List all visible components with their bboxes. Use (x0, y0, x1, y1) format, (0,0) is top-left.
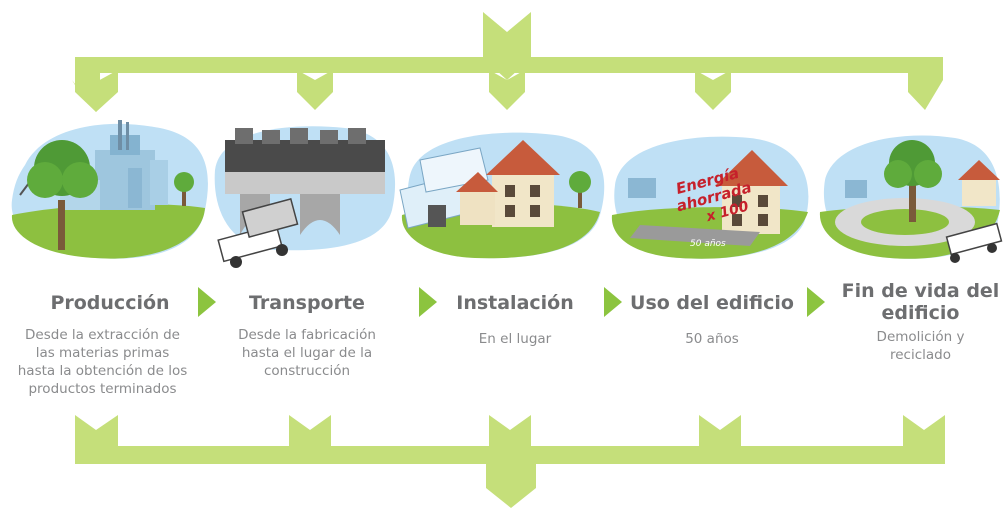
house-installation-illustration (399, 132, 605, 259)
top-drop-arrow-4 (695, 70, 731, 110)
bottom-collection-bar (75, 446, 945, 464)
chevron-right-icon (198, 287, 216, 317)
chevron-right-icon (807, 287, 825, 317)
recycling-roundabout-illustration (819, 135, 1003, 263)
stage-desc-instalacion: En el lugar (478, 331, 552, 347)
top-drop-arrow-2 (297, 70, 333, 110)
top-distribution-bar (75, 57, 943, 73)
factory-illustration (11, 120, 208, 259)
bottom-output-arrow (486, 460, 536, 508)
chevron-right-icon (419, 287, 437, 317)
house-energy-illustration: 50 años Energía ahorrada x 100 (611, 136, 809, 259)
top-drop-arrow-3 (489, 70, 525, 110)
stage-desc-uso-edificio: 50 años (685, 331, 739, 347)
stage-desc-transporte: Desde la fabricación hasta el lugar de l… (238, 327, 376, 379)
stage-title-transporte: Transporte (249, 292, 365, 314)
stage-desc-fin-vida: Demolición y reciclado (876, 329, 965, 363)
stage-desc-produccion: Desde la extracción de las materias prim… (17, 327, 188, 397)
stage-title-instalacion: Instalación (456, 292, 574, 314)
chevron-right-icon (604, 287, 622, 317)
road-label: 50 años (690, 239, 726, 249)
stage-title-fin-vida: Fin de vida del edificio (841, 280, 1000, 324)
bridge-truck-illustration (214, 126, 396, 268)
top-drop-arrow-5 (908, 57, 943, 110)
stage-title-produccion: Producción (50, 292, 170, 314)
stage-title-uso-edificio: Uso del edificio (630, 292, 794, 314)
